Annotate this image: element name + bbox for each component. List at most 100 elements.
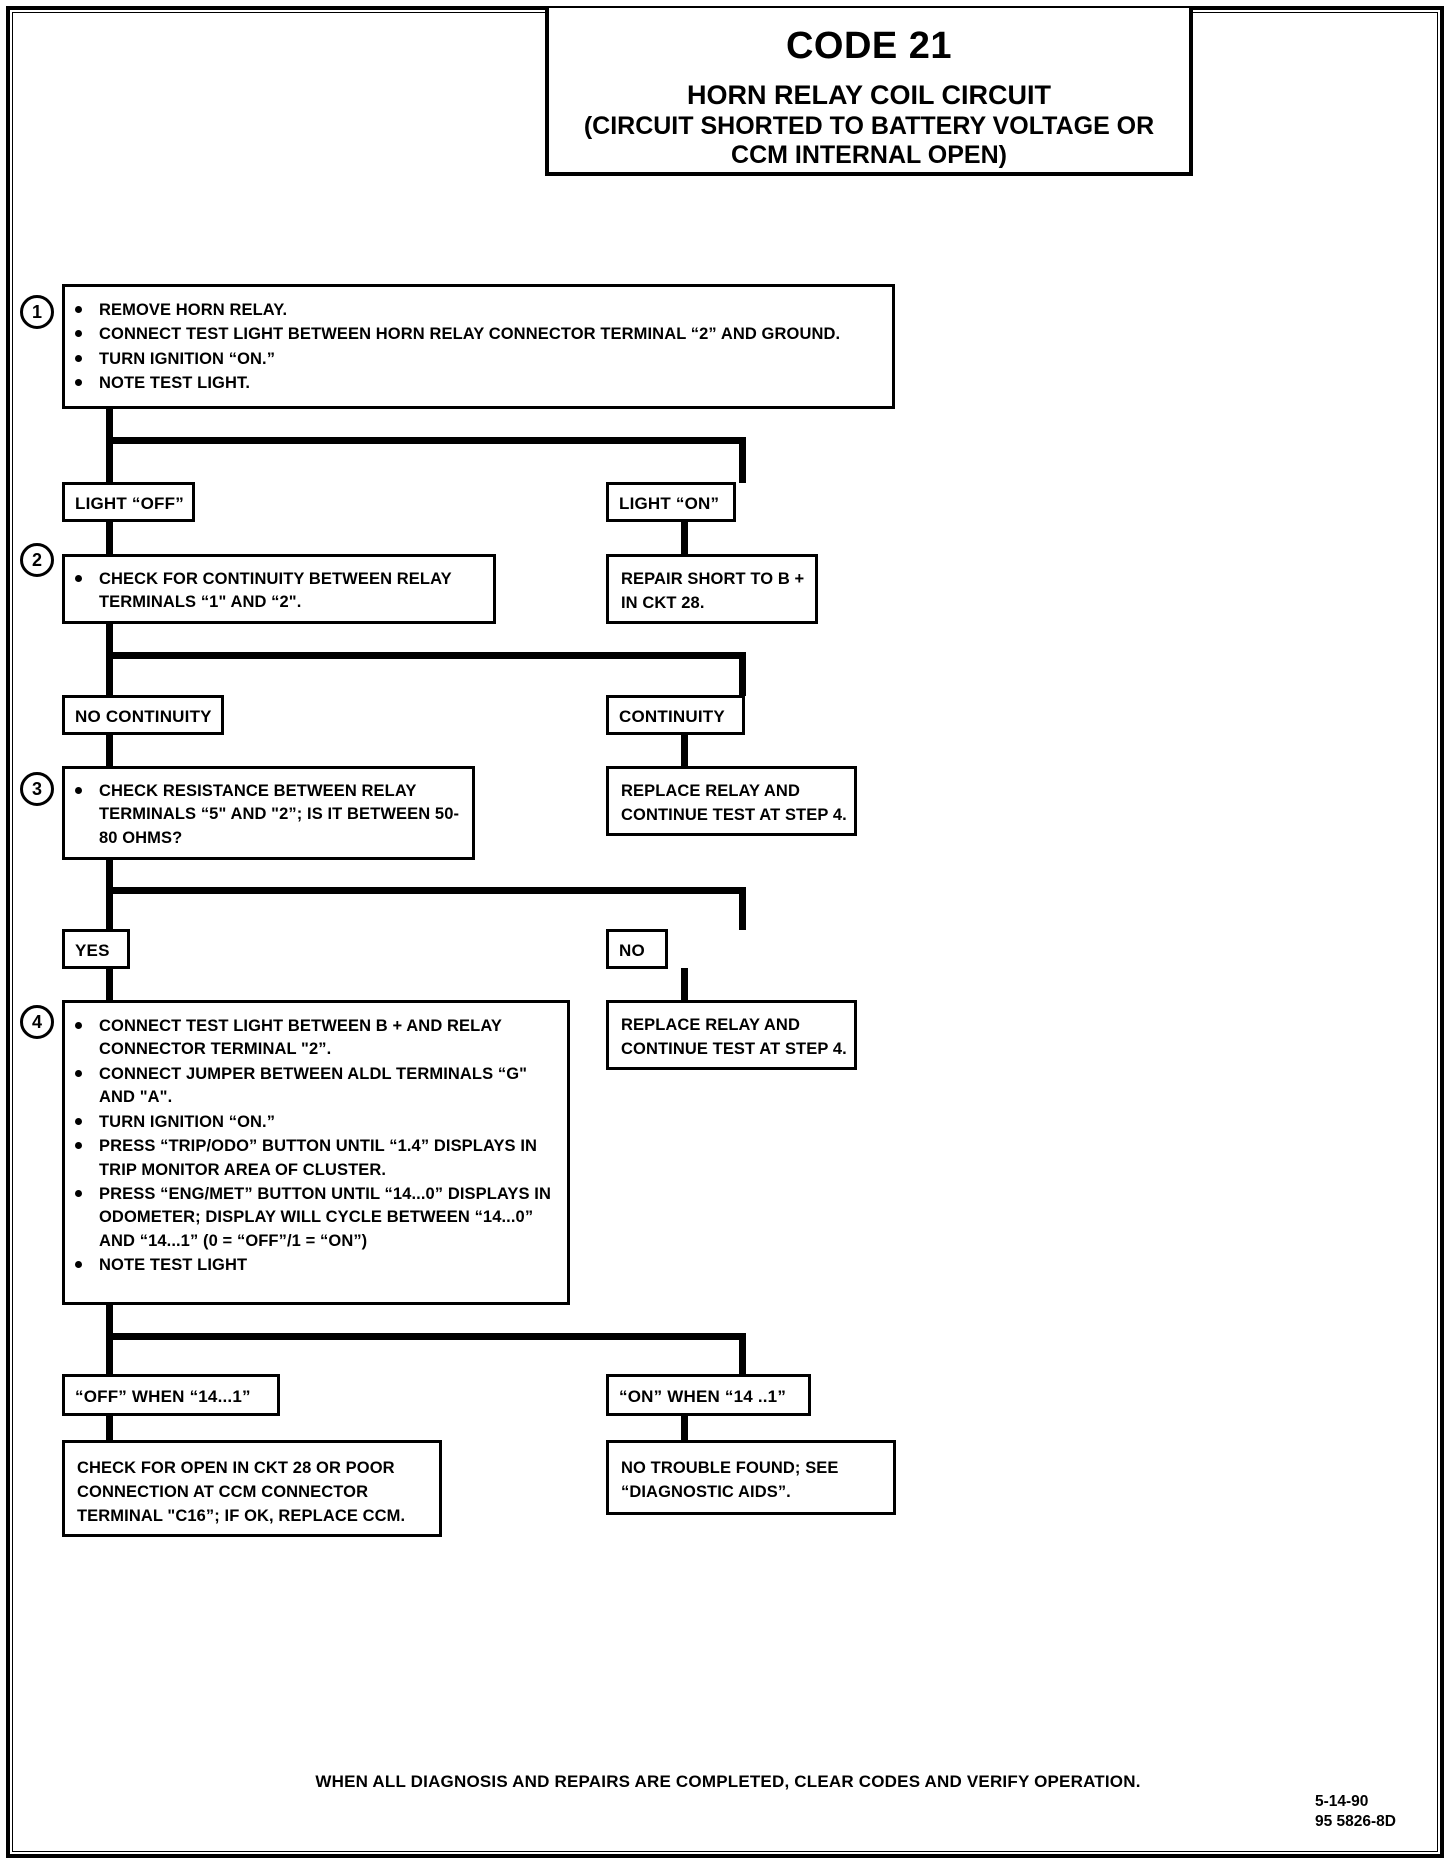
branch-light-on-label: LIGHT “ON” — [619, 494, 720, 513]
step-3-bullet-list: CHECK RESISTANCE BETWEEN RELAY TERMINALS… — [65, 780, 472, 850]
step-3-bullet-1: CHECK RESISTANCE BETWEEN RELAY TERMINALS… — [99, 782, 460, 847]
result-no-trouble-box: NO TROUBLE FOUND; SEE “DIAGNOSTIC AIDS”. — [606, 1440, 896, 1515]
step-4-bullet-1: CONNECT TEST LIGHT BETWEEN B + AND RELAY… — [99, 1017, 502, 1059]
connector-step2-split — [106, 652, 746, 659]
branch-yes-label: YES — [75, 941, 110, 960]
step-1-bullet-4: NOTE TEST LIGHT. — [99, 374, 251, 393]
branch-light-on-box: LIGHT “ON” — [606, 482, 736, 522]
step-4-bullet-6: NOTE TEST LIGHT — [99, 1256, 248, 1275]
step-number-1: 1 — [20, 295, 54, 329]
bullet-dot-icon — [75, 1261, 82, 1269]
connector-to-light-off — [106, 437, 113, 483]
result-replace-relay-2-box: REPLACE RELAY AND CONTINUE TEST AT STEP … — [606, 1000, 857, 1070]
result-check-open-text: CHECK FOR OPEN IN CKT 28 OR POOR CONNECT… — [77, 1459, 406, 1525]
step-1-bullet-3: TURN IGNITION “ON.” — [99, 349, 276, 368]
bullet-dot-icon — [75, 1189, 82, 1197]
footer-doc-id: 95 5826-8D — [1314, 1813, 1396, 1831]
connector-light-on-down — [681, 521, 688, 556]
bullet-dot-icon — [75, 787, 82, 794]
branch-on-when-box: “ON” WHEN “14 ..1” — [606, 1374, 811, 1416]
connector-to-no-continuity — [106, 652, 113, 696]
result-repair-short-box: REPAIR SHORT TO B + IN CKT 28. — [606, 554, 818, 624]
step-number-3: 3 — [20, 772, 54, 806]
step-4-bullet-3: TURN IGNITION “ON.” — [99, 1112, 276, 1131]
branch-off-when-box: “OFF” WHEN “14...1” — [62, 1374, 280, 1416]
connector-to-yes — [106, 887, 113, 930]
branch-yes-box: YES — [62, 929, 130, 969]
list-item: TURN IGNITION “ON.” — [65, 348, 892, 371]
step-number-2: 2 — [20, 543, 54, 577]
connector-no-continuity-down — [106, 734, 113, 768]
list-item: CONNECT TEST LIGHT BETWEEN HORN RELAY CO… — [65, 323, 892, 346]
result-replace-relay-1-text: REPLACE RELAY AND CONTINUE TEST AT STEP … — [621, 782, 847, 824]
connector-no-down — [681, 968, 688, 1002]
header-title-block: CODE 21 HORN RELAY COIL CIRCUIT (CIRCUIT… — [545, 8, 1193, 176]
branch-no-continuity-label: NO CONTINUITY — [75, 707, 212, 726]
list-item: PRESS “ENG/MET” BUTTON UNTIL “14...0” DI… — [65, 1183, 567, 1253]
step-1-bullet-1: REMOVE HORN RELAY. — [99, 301, 288, 319]
step-1-bullet-2: CONNECT TEST LIGHT BETWEEN HORN RELAY CO… — [99, 325, 841, 344]
list-item: CHECK RESISTANCE BETWEEN RELAY TERMINALS… — [65, 780, 472, 850]
connector-step2-down — [106, 624, 113, 656]
branch-no-continuity-box: NO CONTINUITY — [62, 695, 224, 735]
connector-to-light-on — [739, 437, 746, 483]
bullet-dot-icon — [75, 1022, 82, 1029]
connector-yes-down — [106, 968, 113, 1002]
list-item: CHECK FOR CONTINUITY BETWEEN RELAY TERMI… — [65, 568, 493, 615]
circuit-subtitle-line2: CCM INTERNAL OPEN) — [731, 141, 1007, 170]
step-2-box: CHECK FOR CONTINUITY BETWEEN RELAY TERMI… — [62, 554, 496, 624]
list-item: TURN IGNITION “ON.” — [65, 1111, 567, 1134]
connector-step3-split — [106, 887, 746, 894]
bullet-dot-icon — [75, 330, 82, 338]
connector-continuity-down — [681, 734, 688, 768]
step-1-box: REMOVE HORN RELAY. CONNECT TEST LIGHT BE… — [62, 284, 895, 409]
branch-light-off-box: LIGHT “OFF” — [62, 482, 195, 522]
list-item: PRESS “TRIP/ODO” BUTTON UNTIL “1.4” DISP… — [65, 1135, 567, 1182]
circuit-subtitle-line1: (CIRCUIT SHORTED TO BATTERY VOLTAGE OR — [583, 111, 1155, 140]
step-1-bullet-list: REMOVE HORN RELAY. CONNECT TEST LIGHT BE… — [65, 299, 892, 396]
circuit-title: HORN RELAY COIL CIRCUIT — [686, 79, 1052, 110]
connector-light-off-down — [106, 521, 113, 556]
branch-on-when-label: “ON” WHEN “14 ..1” — [619, 1387, 787, 1406]
bullet-dot-icon — [75, 306, 82, 313]
step-number-4: 4 — [20, 1005, 54, 1039]
result-replace-relay-2-text: REPLACE RELAY AND CONTINUE TEST AT STEP … — [621, 1016, 847, 1058]
connector-step3-down — [106, 859, 113, 891]
step-3-box: CHECK RESISTANCE BETWEEN RELAY TERMINALS… — [62, 766, 475, 860]
step-4-bullet-4: PRESS “TRIP/ODO” BUTTON UNTIL “1.4” DISP… — [99, 1137, 538, 1179]
connector-to-on-when — [739, 1333, 746, 1375]
result-check-open-box: CHECK FOR OPEN IN CKT 28 OR POOR CONNECT… — [62, 1440, 442, 1537]
connector-step4-split — [106, 1333, 746, 1340]
connector-to-continuity — [739, 652, 746, 696]
branch-no-label: NO — [619, 941, 645, 960]
footer-doc-info: 5-14-90 95 5826-8D — [1315, 1792, 1396, 1832]
footer-date-text: 5-14-90 — [1314, 1793, 1369, 1810]
list-item: REMOVE HORN RELAY. — [65, 299, 892, 322]
list-item: CONNECT TEST LIGHT BETWEEN B + AND RELAY… — [65, 1015, 567, 1062]
step-2-bullet-list: CHECK FOR CONTINUITY BETWEEN RELAY TERMI… — [65, 568, 493, 615]
bullet-dot-icon — [75, 1142, 82, 1150]
result-repair-short-text: REPAIR SHORT TO B + IN CKT 28. — [621, 570, 805, 612]
list-item: NOTE TEST LIGHT — [65, 1254, 567, 1277]
result-replace-relay-1-box: REPLACE RELAY AND CONTINUE TEST AT STEP … — [606, 766, 857, 836]
step-4-bullet-list: CONNECT TEST LIGHT BETWEEN B + AND RELAY… — [65, 1015, 567, 1278]
bullet-dot-icon — [75, 575, 82, 582]
code-number: CODE 21 — [785, 25, 953, 67]
connector-off-when-down — [106, 1415, 113, 1441]
bullet-dot-icon — [75, 1069, 82, 1077]
bullet-dot-icon — [75, 379, 82, 387]
step-2-bullet-1: CHECK FOR CONTINUITY BETWEEN RELAY TERMI… — [99, 570, 452, 612]
branch-continuity-box: CONTINUITY — [606, 695, 745, 735]
connector-step4-down — [106, 1305, 113, 1337]
footer-note: WHEN ALL DIAGNOSIS AND REPAIRS ARE COMPL… — [315, 1772, 1141, 1791]
connector-to-off-when — [106, 1333, 113, 1375]
bullet-dot-icon — [75, 1117, 82, 1125]
step-4-bullet-2: CONNECT JUMPER BETWEEN ALDL TERMINALS “G… — [99, 1064, 528, 1107]
result-no-trouble-text: NO TROUBLE FOUND; SEE “DIAGNOSTIC AIDS”. — [621, 1459, 839, 1501]
list-item: NOTE TEST LIGHT. — [65, 372, 892, 395]
branch-continuity-label: CONTINUITY — [619, 707, 725, 726]
branch-light-off-label: LIGHT “OFF” — [75, 494, 184, 513]
step-4-box: CONNECT TEST LIGHT BETWEEN B + AND RELAY… — [62, 1000, 570, 1305]
connector-on-when-down — [681, 1415, 688, 1441]
